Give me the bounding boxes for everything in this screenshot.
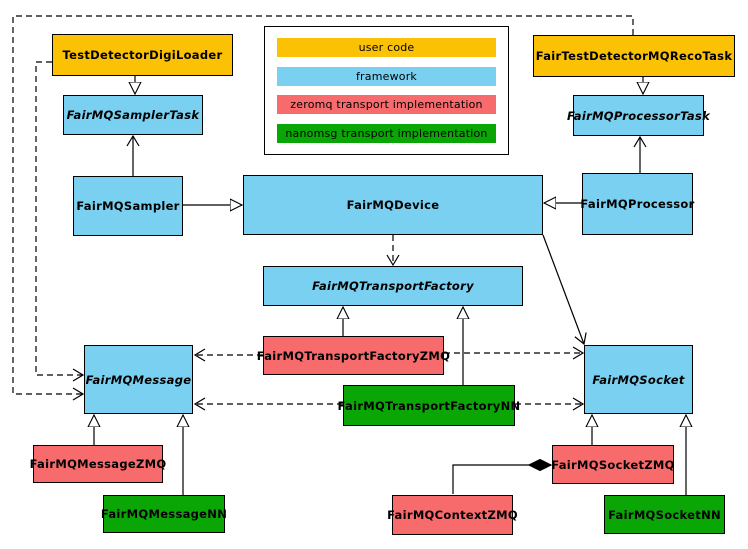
- node-fairmq-transport-factory-nn: FairMQTransportFactoryNN: [338, 385, 520, 426]
- node-fairmq-processor-task: FairMQProcessorTask: [567, 95, 710, 136]
- node-fairmq-context-zmq: FairMQContextZMQ: [387, 495, 518, 535]
- edge-association-device-socket: [542, 234, 587, 346]
- node-fairmq-message: FairMQMessage: [84, 345, 193, 414]
- edge-dependency-recotask-message: [12, 15, 634, 401]
- node-fair-test-detector-mq-reco-task: FairTestDetectorMQRecoTask: [533, 35, 735, 77]
- node-fairmq-sampler-task: FairMQSamplerTask: [63, 95, 203, 135]
- node-fairmq-transport-factory-zmq: FairMQTransportFactoryZMQ: [257, 336, 450, 375]
- node-fairmq-socket: FairMQSocket: [584, 345, 693, 414]
- node-fairmq-sampler: FairMQSampler: [73, 176, 183, 236]
- node-fairmq-socket-zmq: FairMQSocketZMQ: [551, 445, 674, 484]
- node-fairmq-transport-factory: FairMQTransportFactory: [263, 266, 523, 306]
- legend-box: user code framework zeromq transport imple…: [264, 26, 509, 155]
- edge-composition-contextzmq-socketzmq: [452, 458, 553, 494]
- legend-item-zeromq: zeromq transport implementation: [277, 95, 496, 115]
- node-fairmq-processor: FairMQProcessor: [580, 173, 694, 235]
- node-fairmq-socket-nn: FairMQSocketNN: [604, 495, 725, 534]
- edge-dependency-digiloader-message: [35, 61, 85, 382]
- node-fairmq-device: FairMQDevice: [243, 175, 543, 235]
- node-test-detector-digi-loader: TestDetectorDigiLoader: [52, 34, 233, 76]
- legend-item-user-code: user code: [277, 38, 496, 57]
- legend-item-framework: framework: [277, 66, 496, 86]
- legend-item-nanomsg: nanomsg transport implementation: [277, 123, 496, 143]
- node-fairmq-message-nn: FairMQMessageNN: [101, 495, 227, 533]
- node-fairmq-message-zmq: FairMQMessageZMQ: [30, 445, 166, 483]
